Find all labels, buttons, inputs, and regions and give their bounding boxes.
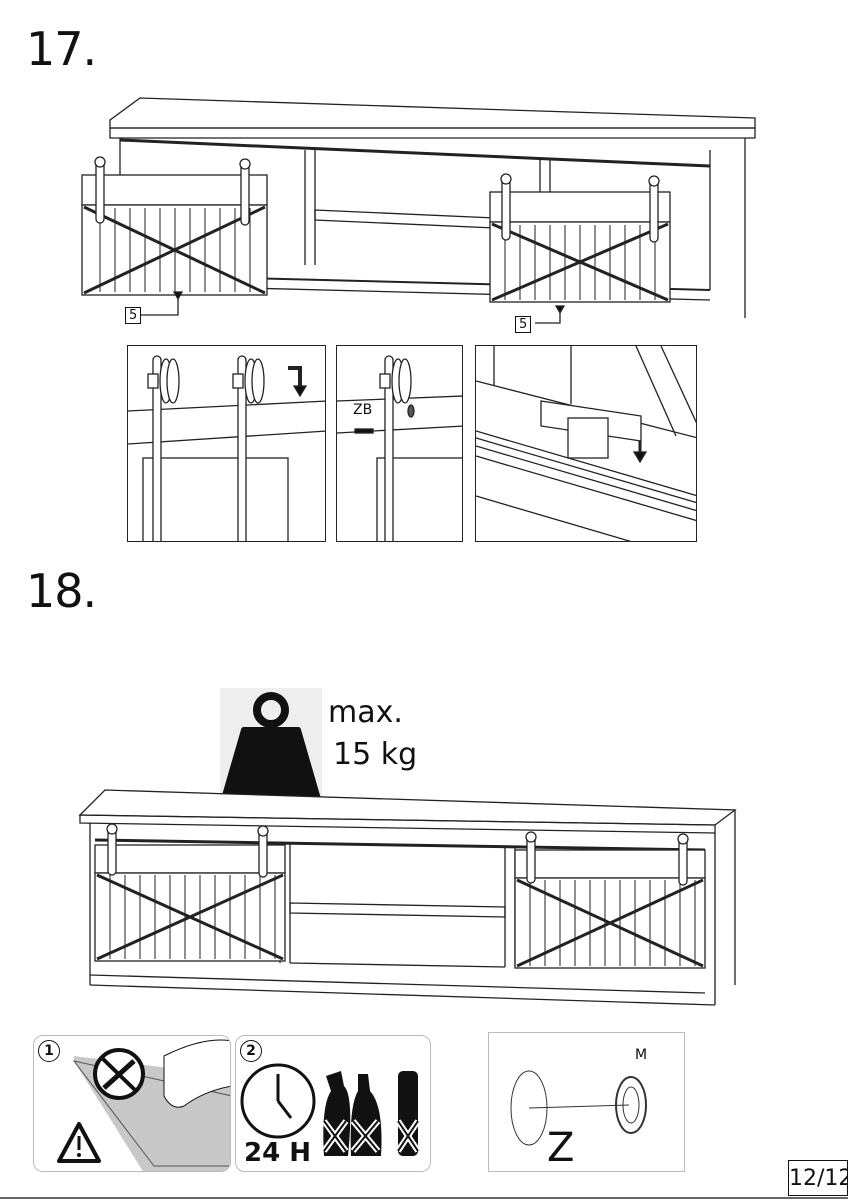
care-panel-wait-no-cleaners: 2 24 H (235, 1035, 431, 1172)
detail-fitting-zb: ZB (336, 345, 463, 542)
page-number: 12/12 (788, 1160, 848, 1196)
step-17-cabinet-illustration (70, 90, 770, 330)
weight-icon (220, 688, 322, 810)
detail-hang-rollers (127, 345, 326, 542)
peel-film-no-tools-icon (57, 1039, 230, 1171)
wait-time-label: 24 H (244, 1138, 311, 1168)
step-18-cabinet-illustration (75, 785, 745, 1010)
wall-mount-panel: M Z (488, 1032, 685, 1172)
detail-door-into-track (475, 345, 697, 542)
part-label-5-left: 5 (125, 307, 142, 324)
clock-no-cleaners-icon (240, 1063, 421, 1156)
wall-mount-label-m: M (635, 1047, 648, 1063)
step-18-number: 18. (26, 564, 97, 618)
care-step-1-number: 1 (38, 1040, 60, 1062)
step-17-number: 17. (26, 22, 97, 76)
care-step-2-number: 2 (240, 1040, 262, 1062)
weight-limit-value: 15 kg (333, 737, 418, 772)
wall-mount-label-z: Z (547, 1125, 575, 1171)
fitting-label-zb: ZB (353, 402, 373, 418)
care-panel-protective-film: 1 (33, 1035, 231, 1172)
weight-limit-label: max. (328, 695, 403, 730)
bottom-divider (0, 1197, 848, 1199)
part-label-5-right: 5 (515, 316, 532, 333)
